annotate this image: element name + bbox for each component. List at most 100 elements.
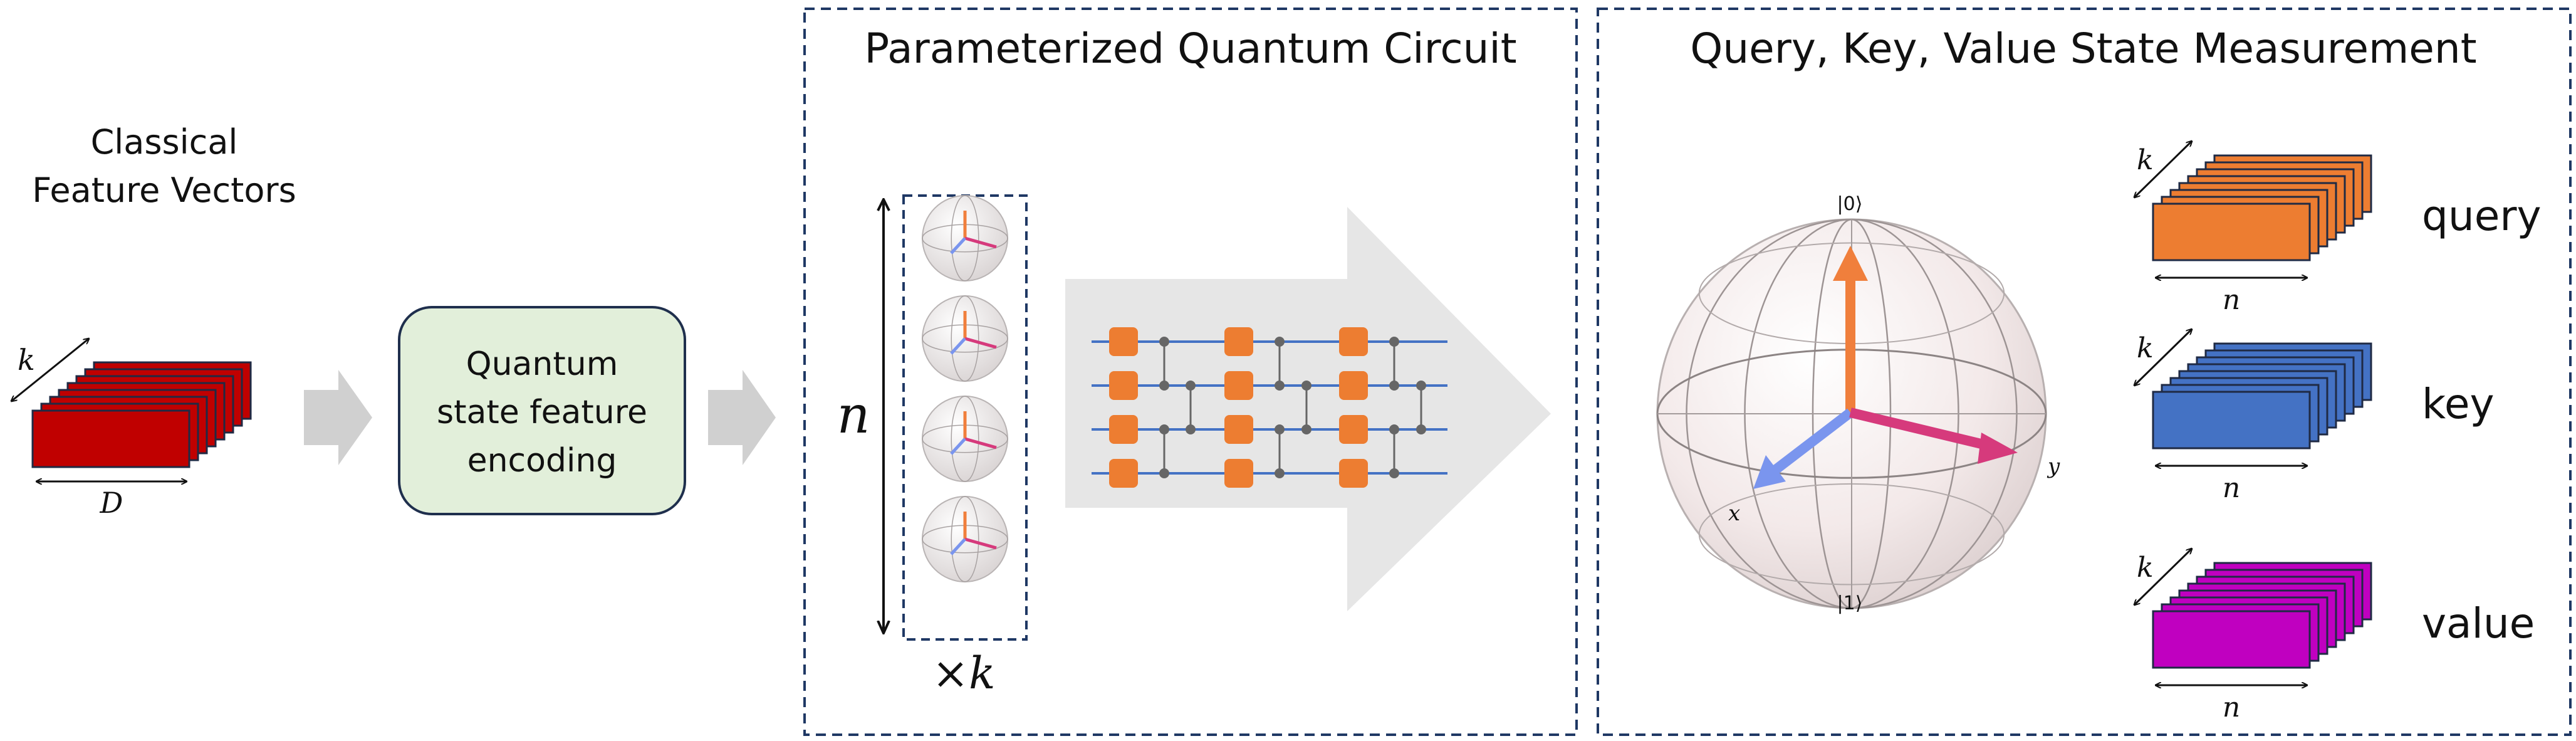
entangler-node xyxy=(1159,381,1169,391)
entangler-node xyxy=(1389,424,1399,434)
circuit-gate xyxy=(1339,371,1368,400)
input-title-line1: Classical xyxy=(91,122,238,162)
bloch-vector-y xyxy=(1849,407,1988,450)
bloch-sphere: |0⟩ |1⟩ x y xyxy=(1656,193,2060,614)
bloch-vector-z-head xyxy=(1833,246,1868,281)
flow-arrow-1 xyxy=(304,370,372,465)
output-depth-label: k xyxy=(2137,552,2154,584)
circuit-gate xyxy=(1339,327,1368,356)
mini-bloch-y-vector xyxy=(964,437,997,449)
bloch-vector-x xyxy=(1770,408,1854,476)
pqc-panel: Parameterized Quantum Circuit n ×k xyxy=(803,8,1578,736)
encoder-line2: state feature xyxy=(437,394,647,431)
output-width-label: n xyxy=(2223,691,2240,723)
entangler-node xyxy=(1416,424,1426,434)
pqc-qubits-label: n xyxy=(837,386,870,445)
entangler-node xyxy=(1301,424,1311,434)
circuit-gate xyxy=(1109,459,1138,488)
measurement-panel: Query, Key, Value State Measurement |0⟩ … xyxy=(1597,8,2572,736)
mini-bloch-sphere xyxy=(922,496,1008,582)
circuit-gate xyxy=(1224,327,1253,356)
circuit-gate xyxy=(1109,371,1138,400)
mini-bloch-y-vector xyxy=(964,537,997,550)
output-depth-label: k xyxy=(2137,144,2154,176)
output-value-layer xyxy=(2152,610,2311,669)
mini-bloch-meridian xyxy=(951,496,979,582)
input-feature-layer xyxy=(31,409,190,468)
mini-bloch-sphere xyxy=(922,396,1008,482)
circuit-gate xyxy=(1224,459,1253,488)
entangler-node xyxy=(1159,337,1169,347)
pqc-panel-border xyxy=(803,8,1578,736)
measurement-panel-border xyxy=(1597,8,2572,736)
mini-bloch-sphere xyxy=(922,195,1008,281)
circuit-gate xyxy=(1339,415,1368,444)
output-key-layer xyxy=(2152,391,2311,449)
encoder-line3: encoding xyxy=(467,442,617,480)
flow-arrow-2 xyxy=(708,370,776,465)
bloch-ket1: |1⟩ xyxy=(1837,592,1863,614)
mini-bloch-meridian xyxy=(951,295,979,382)
entangler-node xyxy=(1275,337,1285,347)
entangler-node xyxy=(1301,381,1311,391)
circuit-gate xyxy=(1224,415,1253,444)
entangler-node xyxy=(1275,424,1285,434)
input-feature-stack xyxy=(31,361,252,468)
mini-bloch-x-vector xyxy=(950,237,966,255)
input-depth-label: k xyxy=(18,343,35,377)
entangler-node xyxy=(1389,337,1399,347)
bloch-vector-x-head xyxy=(1753,455,1786,489)
mini-bloch-meridian xyxy=(951,396,979,482)
bloch-ket0: |0⟩ xyxy=(1837,193,1863,215)
output-query: k n query xyxy=(2134,141,2542,316)
input-depth-arrow xyxy=(11,339,89,401)
circuit-gate xyxy=(1224,371,1253,400)
output-depth-arrow xyxy=(2134,549,2192,605)
encoder-box xyxy=(398,306,686,515)
entangler-node xyxy=(1389,381,1399,391)
input-width-label: D xyxy=(100,486,123,520)
circuit-gate xyxy=(1339,459,1368,488)
mini-bloch-meridian xyxy=(951,195,979,281)
bloch-vector-y-head xyxy=(1978,433,2018,464)
mini-bloch-x-vector xyxy=(950,438,966,455)
entangler-node xyxy=(1159,468,1169,478)
bloch-y-label: y xyxy=(2047,454,2060,479)
entangler-node xyxy=(1186,424,1196,434)
input-section: Classical Feature Vectors k D xyxy=(11,122,296,520)
circuit-gate xyxy=(1109,327,1138,356)
entangler-node xyxy=(1159,424,1169,434)
input-title-line2: Feature Vectors xyxy=(32,171,296,210)
output-label: query xyxy=(2422,192,2542,240)
entangler-node xyxy=(1275,381,1285,391)
measurement-title: Query, Key, Value State Measurement xyxy=(1690,24,2476,73)
circuit-gate xyxy=(1109,415,1138,444)
entangler-node xyxy=(1416,381,1426,391)
output-depth-arrow xyxy=(2134,329,2192,386)
output-depth-label: k xyxy=(2137,332,2154,364)
output-width-label: n xyxy=(2223,284,2240,316)
qubit-register xyxy=(922,195,1008,582)
entangler-node xyxy=(1186,381,1196,391)
pqc-copies-label: ×k xyxy=(932,648,995,699)
output-depth-arrow xyxy=(2134,141,2192,197)
circuit-flow-arrow xyxy=(1065,207,1551,611)
encoder-block: Quantum state feature encoding xyxy=(398,306,686,515)
output-query-layer xyxy=(2152,202,2311,261)
mini-bloch-x-vector xyxy=(950,538,966,555)
output-value: k n value xyxy=(2134,549,2535,723)
mini-bloch-y-vector xyxy=(964,236,997,249)
output-label: value xyxy=(2422,599,2535,648)
entangler-node xyxy=(1389,468,1399,478)
output-label: key xyxy=(2422,380,2495,428)
mini-bloch-sphere xyxy=(922,295,1008,382)
mini-bloch-x-vector xyxy=(950,337,966,355)
encoder-line1: Quantum xyxy=(466,345,618,383)
entangler-node xyxy=(1275,468,1285,478)
mini-bloch-y-vector xyxy=(964,337,997,349)
bloch-x-label: x xyxy=(1728,501,1740,526)
pqc-title: Parameterized Quantum Circuit xyxy=(864,24,1516,73)
